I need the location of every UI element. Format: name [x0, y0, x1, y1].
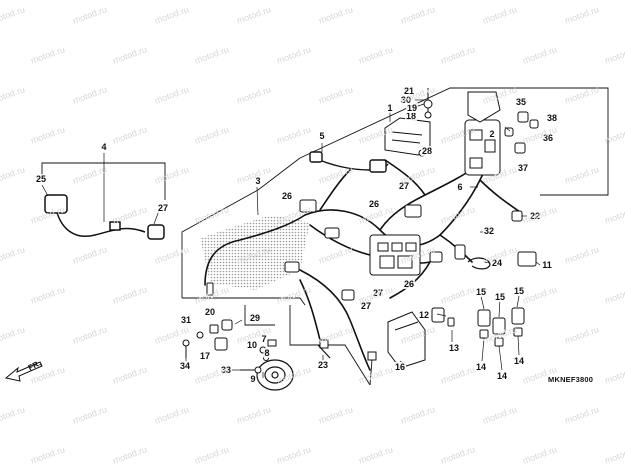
callout-p23: 23: [316, 360, 330, 370]
callout-p13: 13: [447, 343, 461, 353]
callout-p1: 1: [386, 103, 394, 113]
callout-p4: 4: [100, 142, 108, 152]
relay-row: [477, 307, 525, 347]
callout-p20: 20: [203, 307, 217, 317]
callout-p12: 12: [417, 310, 431, 320]
callout-p16: 16: [393, 362, 407, 372]
callout-p34: 34: [178, 361, 192, 371]
sensor-harness: [309, 151, 389, 173]
control-module: [387, 307, 455, 369]
frame-lines: [41, 87, 609, 386]
callout-p10: 10: [245, 340, 259, 350]
callout-p30: 30: [399, 95, 413, 105]
callout-p31: 31: [179, 315, 193, 325]
callout-p28: 28: [420, 146, 434, 156]
relay-group: [467, 91, 539, 267]
callout-p26b: 26: [367, 199, 381, 209]
diagram-code: MKNEF3800: [548, 375, 594, 384]
callout-p33: 33: [219, 365, 233, 375]
callout-p7: 7: [260, 334, 268, 344]
callout-p6: 6: [456, 182, 464, 192]
callout-p24: 24: [490, 258, 504, 268]
callout-p15b: 15: [493, 292, 507, 302]
callout-p27a: 27: [397, 181, 411, 191]
callout-p32: 32: [482, 226, 496, 236]
callout-p37: 37: [516, 163, 530, 173]
harness-shaded-region: [200, 215, 310, 290]
callout-p14b: 14: [495, 371, 509, 381]
callout-p19: 19: [405, 103, 419, 113]
callout-p8: 8: [263, 348, 271, 358]
callout-p15c: 15: [512, 286, 526, 296]
callout-p2: 2: [488, 129, 496, 139]
callout-p14c: 14: [512, 356, 526, 366]
callout-p27b: 27: [156, 203, 170, 213]
callout-p25: 25: [34, 174, 48, 184]
callout-p35: 35: [514, 97, 528, 107]
callout-p36: 36: [541, 133, 555, 143]
callout-p27d: 27: [359, 301, 373, 311]
clip-part: [467, 257, 491, 270]
tie-strap: [317, 344, 331, 359]
callout-p27c: 27: [371, 288, 385, 298]
callout-p11: 11: [541, 260, 553, 270]
callout-p26c: 26: [402, 279, 416, 289]
callout-p17: 17: [198, 351, 212, 361]
callout-p5: 5: [318, 131, 326, 141]
front-arrow-icon: [4, 361, 43, 382]
callout-p9: 9: [249, 374, 257, 384]
horn-part: [256, 359, 294, 391]
callout-p26a: 26: [280, 191, 294, 201]
callout-p18: 18: [404, 111, 418, 121]
callout-p15a: 15: [474, 287, 488, 297]
callout-p21: 21: [402, 86, 416, 96]
callout-p14a: 14: [474, 362, 488, 372]
callout-p29: 29: [248, 313, 262, 323]
callout-p38: 38: [545, 113, 559, 123]
callout-p22: 22: [528, 211, 542, 221]
sub-harness: [44, 194, 165, 240]
callout-p3: 3: [254, 176, 262, 186]
